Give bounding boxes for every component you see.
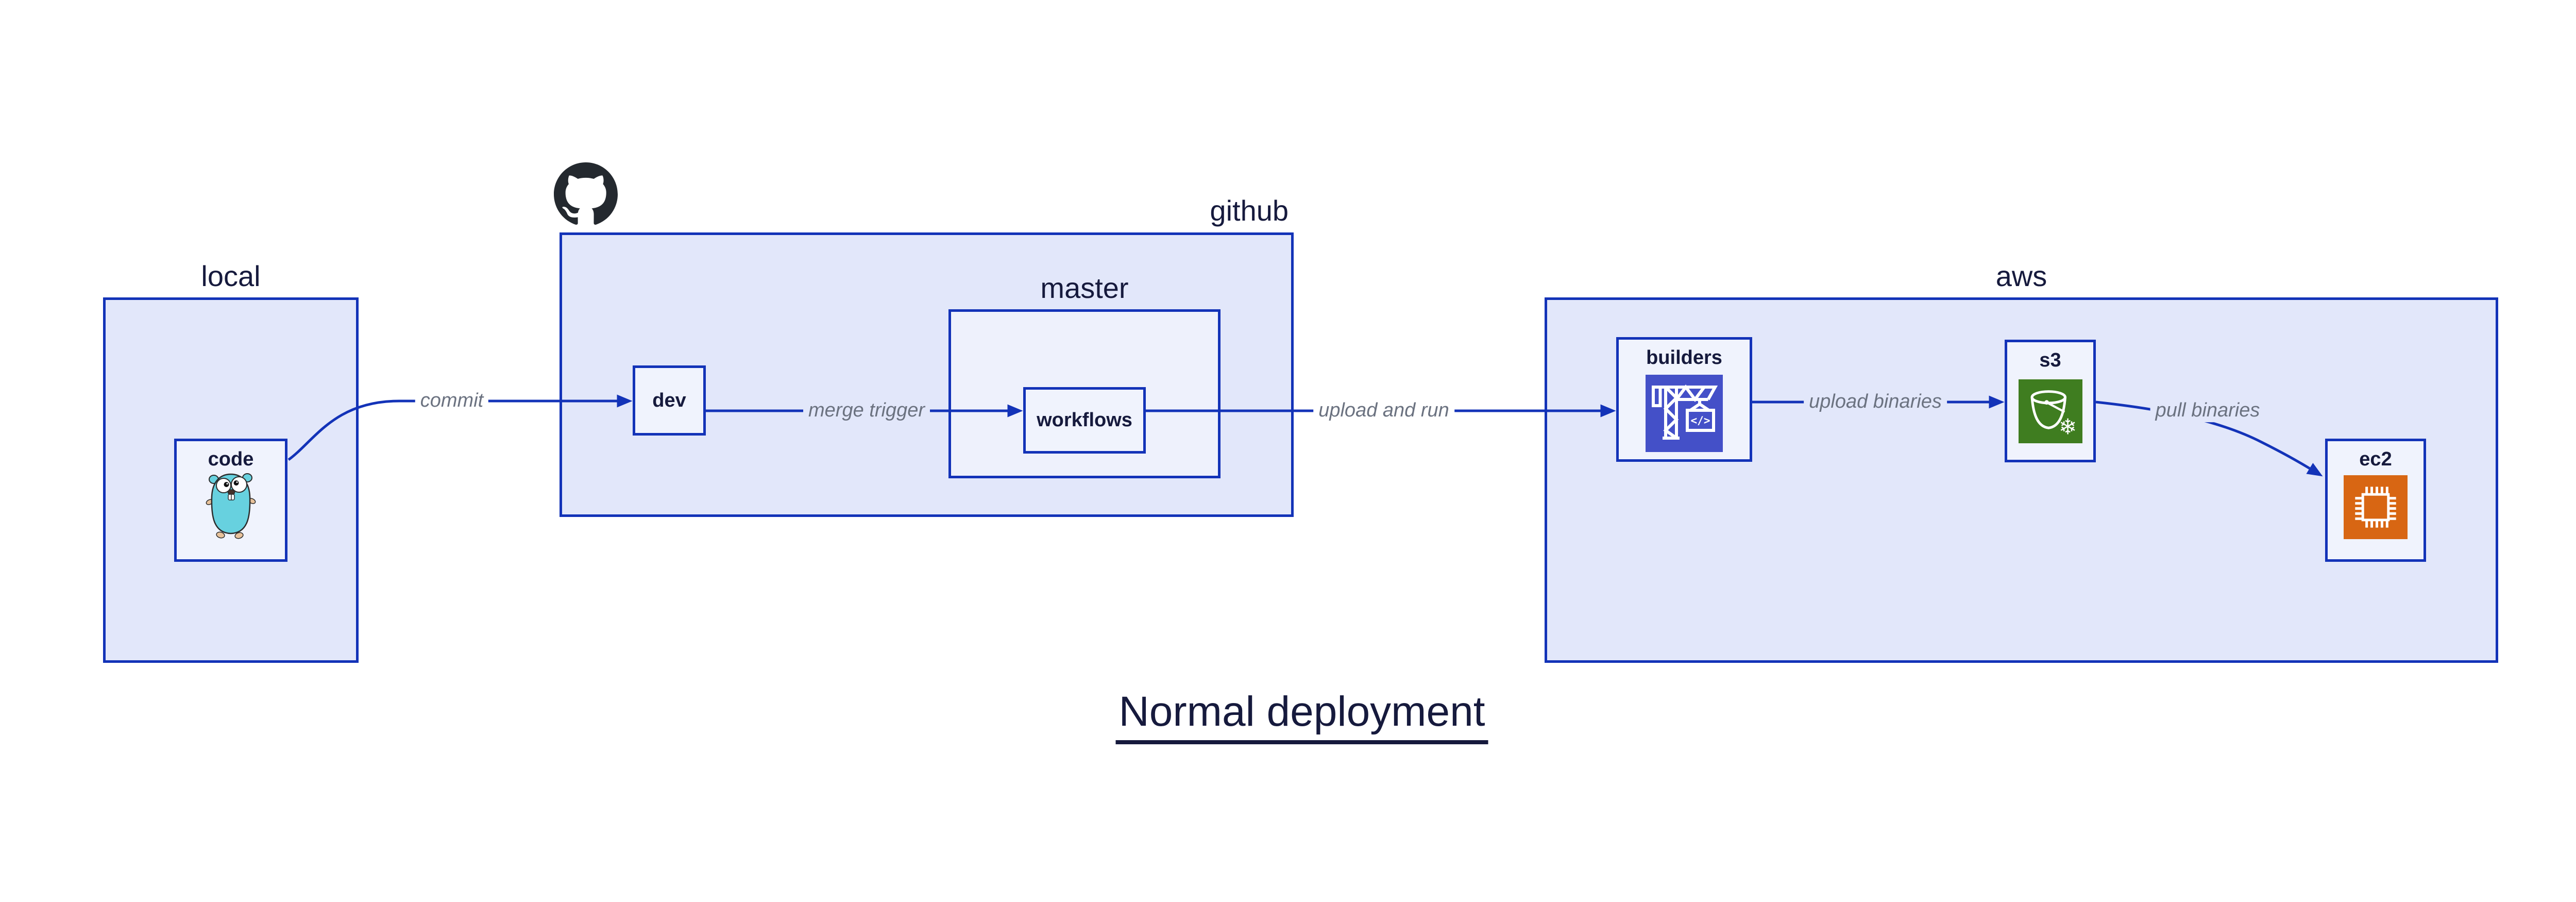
edge-commit-label: commit (415, 390, 489, 412)
node-code: code (174, 439, 287, 562)
node-ec2-label: ec2 (2359, 448, 2392, 470)
node-builders: builders </> (1616, 337, 1752, 462)
node-ec2: ec2 (2325, 439, 2426, 562)
go-gopher-icon (206, 473, 256, 539)
edge-upload-and-run-label: upload and run (1313, 399, 1454, 422)
svg-text:</>: </> (1691, 414, 1710, 427)
node-s3-label: s3 (2039, 349, 2061, 371)
local-group-label: local (201, 260, 261, 292)
diagram-title: Normal deployment (1115, 688, 1488, 744)
github-octocat-icon (554, 162, 618, 225)
node-workflows: workflows (1023, 387, 1146, 454)
svg-text:❄: ❄ (2058, 414, 2076, 440)
edge-merge-trigger-label: merge trigger (803, 399, 930, 422)
master-group-label: master (1040, 272, 1129, 304)
edge-pull-binaries-label: pull binaries (2150, 399, 2265, 422)
node-s3: s3 ❄ (2005, 340, 2096, 462)
node-code-label: code (208, 448, 254, 470)
aws-group-label: aws (1995, 260, 2047, 292)
s3-glacier-bucket-icon: ❄ (2018, 379, 2082, 443)
ec2-chip-icon (2344, 475, 2408, 539)
codebuild-crane-icon: </> (1646, 375, 1723, 452)
node-builders-label: builders (1646, 347, 1722, 369)
node-dev-label: dev (652, 389, 686, 411)
github-group-label: github (1210, 194, 1289, 227)
node-workflows-label: workflows (1037, 409, 1132, 431)
edge-upload-binaries-label: upload binaries (1804, 391, 1947, 413)
node-dev: dev (633, 365, 706, 436)
